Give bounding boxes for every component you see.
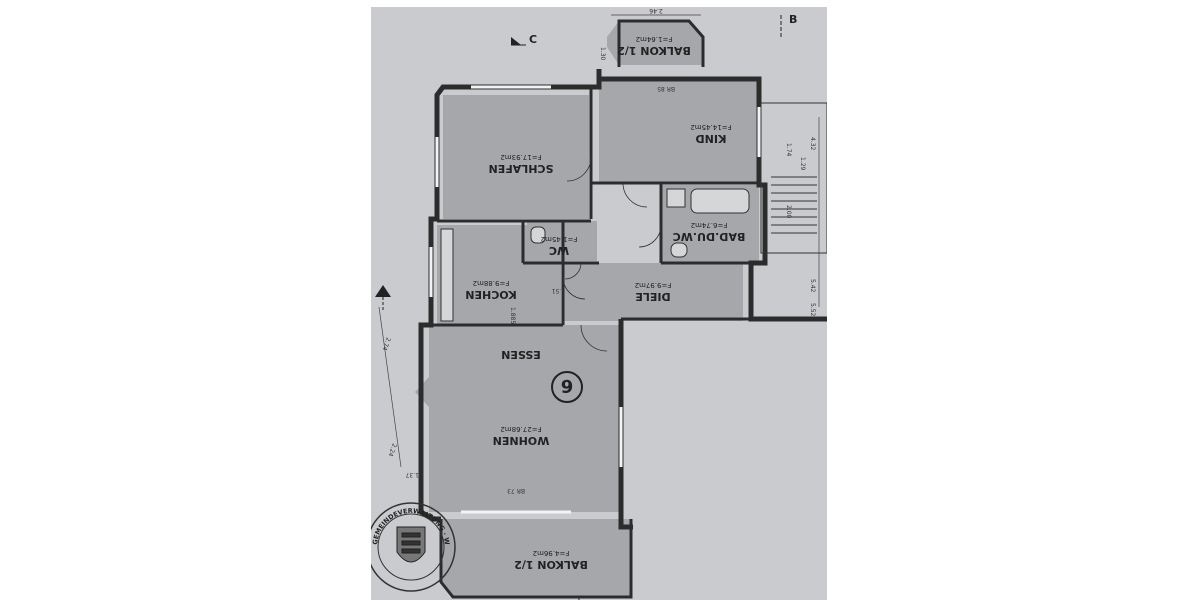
label-group-diele: DIELE F=9.97m2 [635,281,672,303]
label-group-wc: WC F=1.45m2 [541,235,578,257]
dim-right-3: 1.29 [799,157,806,171]
section-arrow-left [375,285,391,312]
area-wc: F=1.45m2 [541,235,578,243]
door-wohnen-icon [580,324,608,352]
section-marker-top: C [511,33,537,46]
dim-diele: 2.51 [551,287,565,294]
label-diele: DIELE [635,290,670,303]
area-kochen: F=9.88m2 [473,279,510,287]
room-kind [599,79,759,183]
door-kind-icon [622,182,648,208]
label-group-kind: KIND F=14.45m2 [690,123,731,145]
dim-top-width: 2.46 [649,7,663,14]
label-group-essen: ESSEN [501,348,541,361]
wall-balkon-top [617,19,705,67]
dim-right-6: 5.52 [809,303,816,317]
sink-icon [666,188,686,208]
room-balkon-bottom [441,519,631,597]
annex-right [760,102,827,254]
label-bad: BAD.DU.WC [673,230,746,243]
wc-toilet-icon [530,226,546,244]
bathtub-icon [690,188,750,214]
dim-right-1: 4.32 [809,137,816,151]
label-group-kochen: KOCHEN F=9.88m2 [465,279,516,301]
wall-outer-wohnen-right [618,319,633,530]
area-schlafen: F=17.93m2 [500,153,541,161]
room-schlafen [443,95,589,219]
floor-plan-drawing: C B C [371,7,827,600]
door-bad-icon [638,224,662,248]
dim-right-4: 2.00 [785,205,792,219]
area-balkon-top: F=1.64m2 [636,35,673,43]
wall-outer-right [596,69,827,322]
label-group-bad: BAD.DU.WC F=6.74m2 [673,221,746,243]
kitchen-counter-icon [440,228,454,322]
dim-right-5: 5.42 [809,279,816,293]
elevation-letter: B [789,13,797,26]
dim-left-1: 2.74 [380,336,391,351]
label-group-balkon-top: BALKON 1/2 F=1.64m2 [617,35,691,57]
room-diele [563,263,743,321]
label-kochen: KOCHEN [465,288,516,301]
door-kochen-icon [562,276,586,300]
label-kind: KIND [696,132,727,145]
label-schlafen: SCHLAFEN [489,162,554,175]
label-group-schlafen: SCHLAFEN F=17.93m2 [489,153,554,175]
elevation-marker-top-right: B [780,13,797,37]
door-schlafen-icon [566,156,592,182]
dim-br-kind: BR 85 [657,85,675,92]
dim-line-left [378,306,402,468]
doors [562,156,662,352]
label-wc: WC [549,244,569,257]
label-balkon-bottom: BALKON 1/2 [514,558,588,571]
room-balkon-top [607,21,703,65]
area-wohnen: F=27.68m2 [500,425,541,433]
dim-top-offset: 1.30 [599,47,606,61]
area-kind: F=14.45m2 [690,123,731,131]
dim-right-2: 1.74 [785,143,792,157]
dim-left-2: 2.24 [386,442,397,457]
windows [429,85,761,514]
door-wc-icon [564,262,582,280]
apartment-number-badge: 6 [551,371,583,403]
toilet-icon [670,242,688,258]
label-wohnen: WOHNEN [493,434,550,447]
seal-coat-of-arms-icon [396,526,426,563]
area-balkon-bottom: F=4.96m2 [533,549,570,557]
label-group-wohnen: WOHNEN F=27.68m2 [493,425,550,447]
dim-kochen: 1.885 [509,307,516,324]
dim-br-wohnen: BR 73 [507,487,525,494]
label-essen: ESSEN [501,348,541,361]
area-bad: F=6.74m2 [691,221,728,229]
section-letter-top: C [529,33,537,46]
label-balkon-top: BALKON 1/2 [617,44,691,57]
apartment-number: 6 [561,375,574,396]
label-group-balkon-bottom: BALKON 1/2 F=4.96m2 [514,549,588,571]
fixtures [440,188,750,322]
floor-plan-sheet: C B C [371,7,827,600]
area-diele: F=9.97m2 [635,281,672,289]
dim-left-3: 1.37 [405,471,419,478]
